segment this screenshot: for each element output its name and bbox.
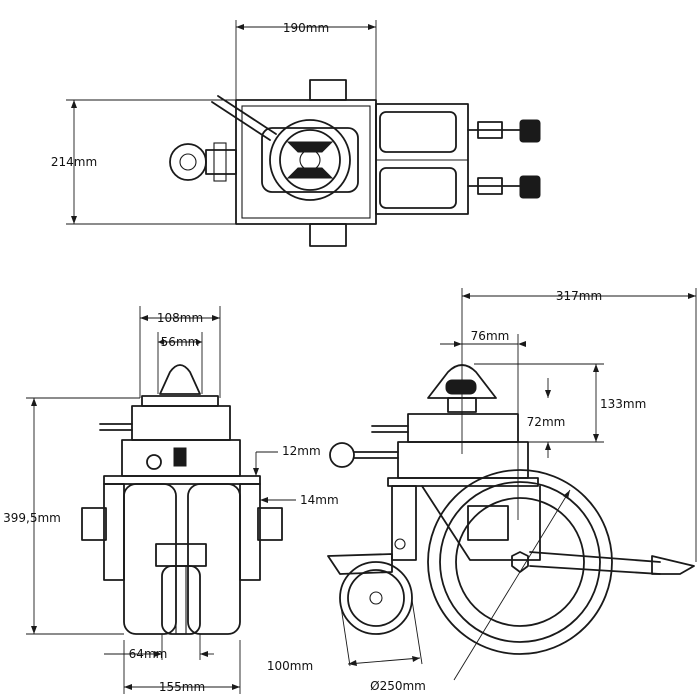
front-view-outline (81, 364, 283, 635)
front-side-offset-label: 12mm (282, 444, 321, 458)
side-view: 317mm 76mm 133mm 72mm 100mm Ø250mm (267, 288, 697, 693)
top-view-outline (169, 79, 541, 247)
side-top-height-label: 133mm (600, 397, 646, 411)
side-small-wheel-label: 100mm (267, 659, 313, 673)
front-inner-width-label: 56mm (161, 335, 200, 349)
side-offset-label: 76mm (471, 329, 510, 343)
front-base-width-label: 155mm (159, 680, 205, 694)
front-wheel-width-label: 64mm (129, 647, 168, 661)
top-height-label: 214mm (51, 155, 97, 169)
front-height-label: 399,5mm (3, 511, 61, 525)
side-length-label: 317mm (556, 289, 602, 303)
top-width-label: 190mm (283, 21, 329, 35)
front-view: 108mm 56mm 12mm 14mm 399,5mm 64mm (3, 306, 339, 694)
top-view: 190mm 214mm (51, 20, 541, 247)
side-wheel-diameter-label: Ø250mm (370, 679, 426, 693)
side-knob-height-label: 72mm (527, 415, 566, 429)
front-top-width-label: 108mm (157, 311, 203, 325)
front-plate-label: 14mm (300, 493, 339, 507)
side-view-outline (327, 364, 695, 655)
